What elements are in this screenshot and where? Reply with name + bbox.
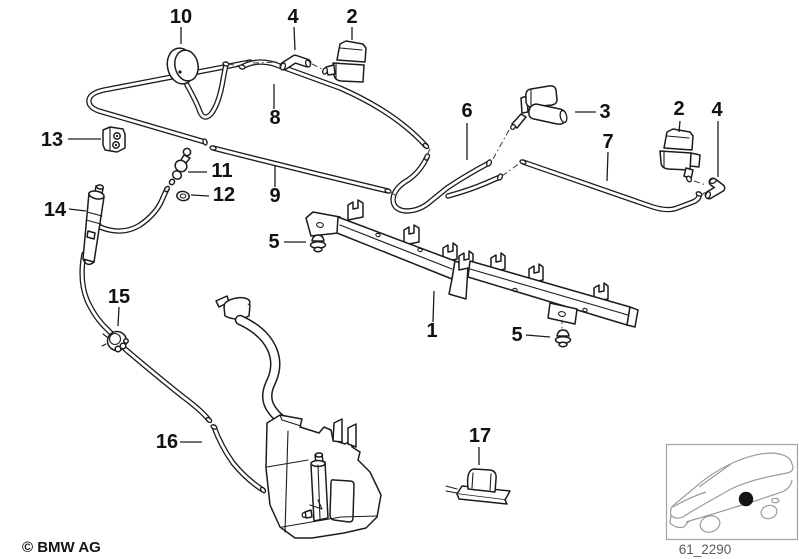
callout-4-right[interactable]: 4 [711,99,723,121]
location-dot [738,491,754,507]
callout-6[interactable]: 6 [461,100,472,122]
leader-lines [68,26,719,465]
grommet-10 [166,47,199,85]
callout-8[interactable]: 8 [269,107,280,129]
callout-5-left[interactable]: 5 [268,231,279,253]
push-nut-5-right [554,329,572,348]
bracket-1-right-rail [458,250,639,328]
pump-14 [82,184,105,266]
clip-13 [102,126,126,153]
nut-12 [176,190,190,202]
hose-16 [125,349,267,494]
push-nut-5-left [309,234,327,253]
washer-jet-2-top [322,40,367,83]
callout-3[interactable]: 3 [599,101,610,123]
callout-2-right[interactable]: 2 [673,98,684,120]
clip-15 [101,330,129,353]
callout-11[interactable]: 11 [211,160,232,182]
spray-nozzle-3 [510,85,568,131]
callout-4-top[interactable]: 4 [287,6,299,28]
reservoir-17-bottle [265,414,382,539]
inset-box [665,443,799,541]
tube-9 [209,145,392,194]
check-valve-11 [168,147,192,186]
callout-1[interactable]: 1 [426,320,437,342]
callout-14[interactable]: 14 [44,199,67,221]
callout-16[interactable]: 16 [156,431,178,453]
bracket-1-left-rail [305,199,469,300]
filler-neck [240,320,282,420]
washer-jet-2-right [659,128,701,183]
callout-13[interactable]: 13 [41,129,63,151]
callout-5-right[interactable]: 5 [511,324,522,346]
callout-7[interactable]: 7 [602,131,613,153]
car-inset: 61_2290 [665,443,799,557]
pump-outlet-hose [100,185,170,231]
cable-clip-17 [445,468,511,505]
callout-17[interactable]: 17 [469,425,491,447]
tube-8 [238,62,430,150]
reservoir-cap [215,295,251,320]
copyright-text: © BMW AG [22,539,101,556]
hose-6 [393,153,504,211]
inset-code: 61_2290 [679,542,732,557]
callout-15[interactable]: 15 [108,286,130,308]
callout-2-top[interactable]: 2 [346,6,357,28]
elbow-connector-4-top [279,54,312,71]
callout-9[interactable]: 9 [269,185,280,207]
elbow-connector-4-right [704,177,726,200]
callout-12[interactable]: 12 [213,184,235,206]
callout-10[interactable]: 10 [170,6,192,28]
